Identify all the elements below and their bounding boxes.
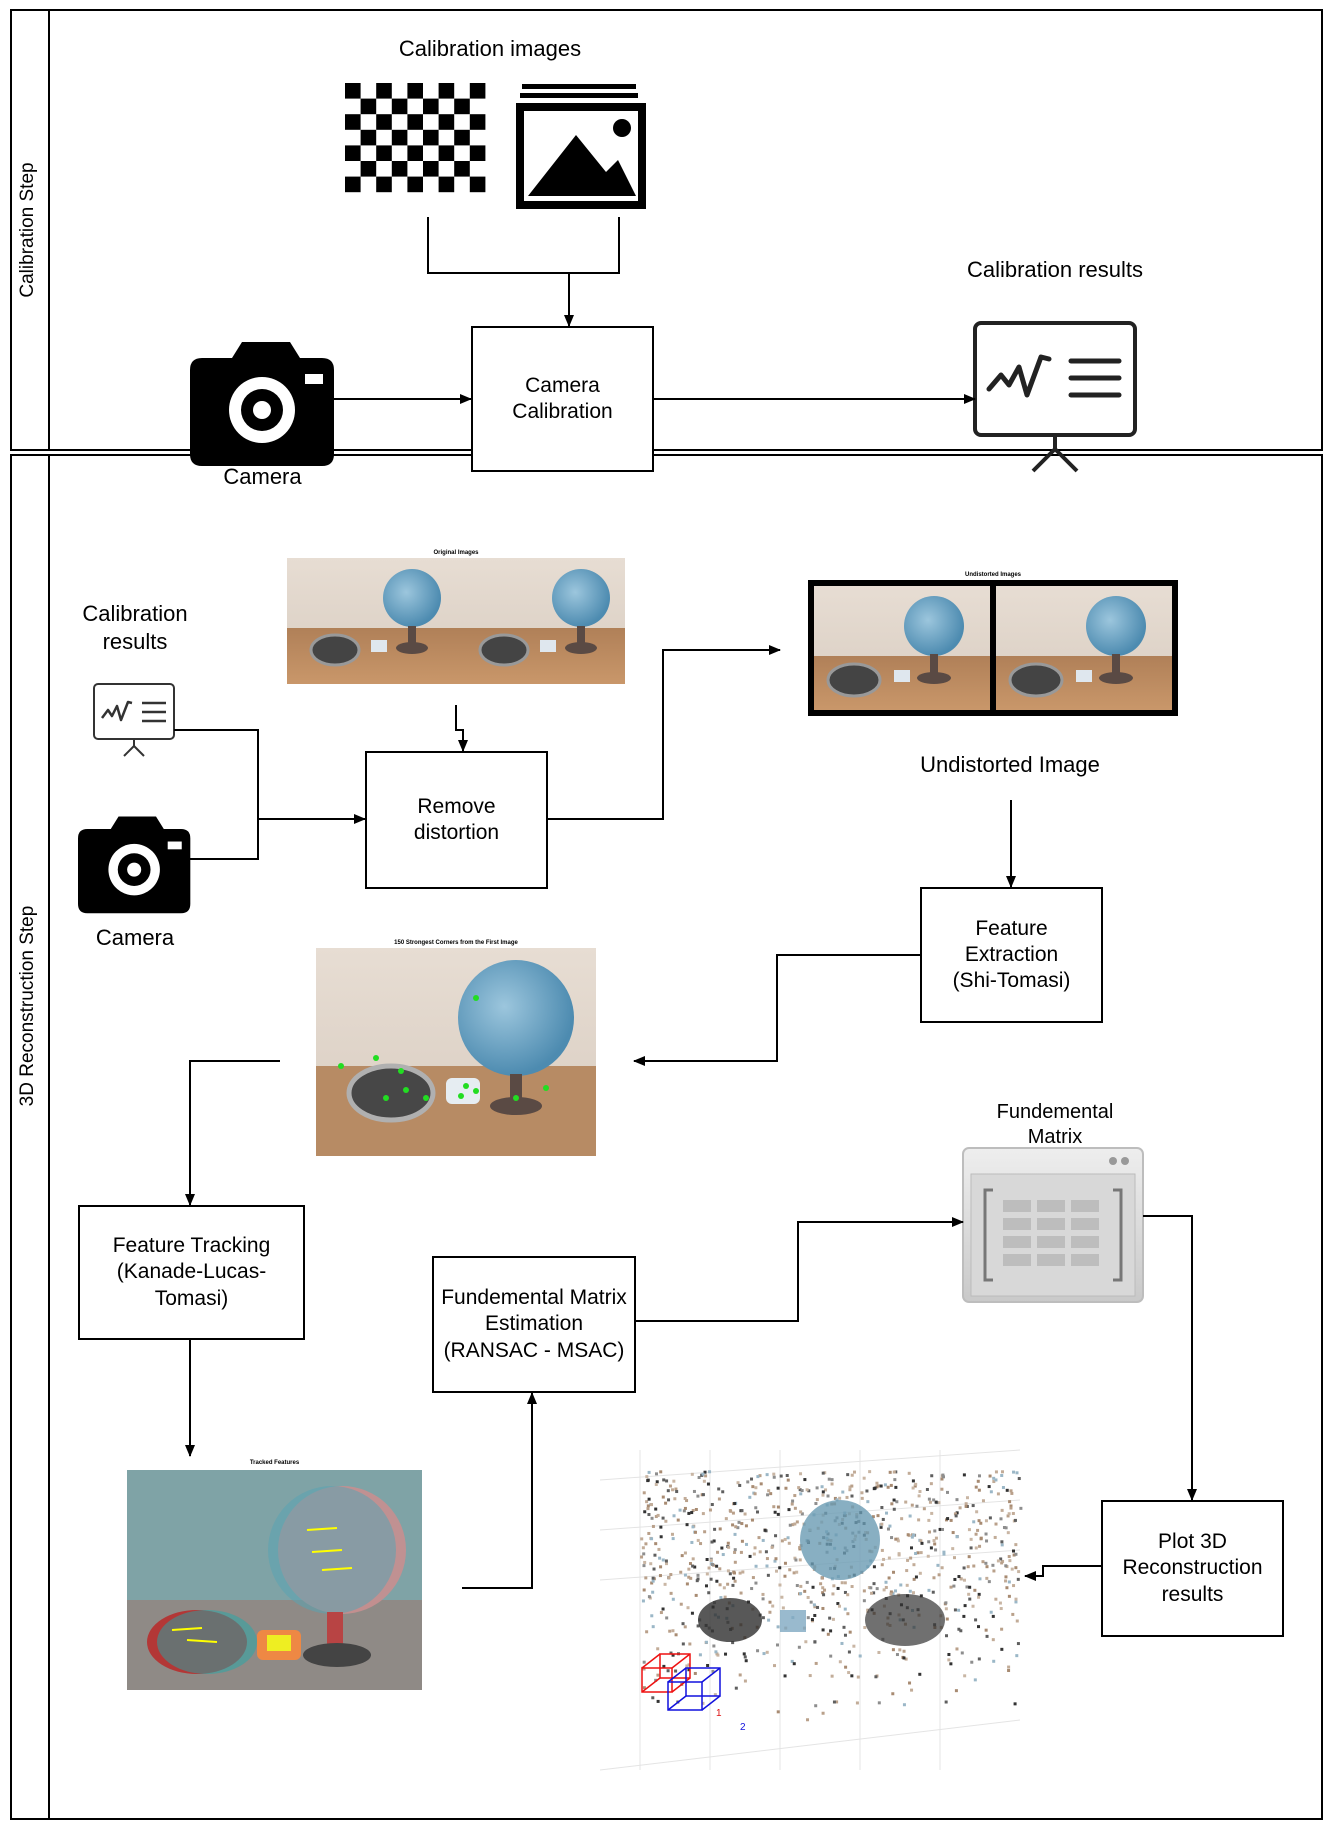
- fundamental-matrix-estimation-box: Fundemental Matrix Estimation (RANSAC - …: [432, 1256, 636, 1393]
- camera-pose-label-1: 1: [716, 1708, 722, 1719]
- plot-3d-results-label: Plot 3D Reconstruction results: [1122, 1530, 1263, 1606]
- camera-pose-label-2: 2: [740, 1722, 746, 1733]
- fundamental-matrix-caption: Fundemental Matrix: [996, 1101, 1114, 1148]
- camera-calibration-label: Camera Calibration: [512, 373, 613, 423]
- camera-caption: Camera: [223, 464, 302, 489]
- calibration-images-caption: Calibration images: [398, 36, 582, 61]
- camera-input-caption: Camera: [95, 925, 175, 950]
- remove-distortion-box: Remove distortion: [365, 751, 548, 889]
- calibration-lane-label: Calibration Step: [17, 162, 38, 298]
- calibration-results-caption: Calibration results: [966, 257, 1144, 282]
- camera-calibration-box: Camera Calibration: [471, 326, 654, 472]
- reconstruction-lane-label: 3D Reconstruction Step: [17, 905, 38, 1107]
- calibration-lane: [10, 9, 1323, 451]
- corners-image-title: 150 Strongest Corners from the First Ima…: [394, 940, 518, 946]
- feature-tracking-label: Feature Tracking (Kanade-Lucas-Tomasi): [112, 1234, 271, 1310]
- reconstruction-lane: [10, 454, 1323, 1820]
- feature-tracking-box: Feature Tracking (Kanade-Lucas-Tomasi): [78, 1205, 305, 1340]
- fundamental-matrix-estimation-label: Fundemental Matrix Estimation (RANSAC - …: [441, 1286, 627, 1362]
- tracked-features-title: Tracked Features: [249, 1460, 300, 1466]
- calibration-results-input-caption: Calibration results: [82, 601, 188, 654]
- undistorted-images-title: Undistorted Images: [964, 572, 1021, 578]
- remove-distortion-label: Remove distortion: [413, 794, 500, 844]
- undistorted-image-caption: Undistorted Image: [920, 752, 1100, 777]
- plot-3d-results-box: Plot 3D Reconstruction results: [1101, 1500, 1284, 1637]
- feature-extraction-box: Feature Extraction (Shi-Tomasi): [920, 887, 1103, 1023]
- calibration-lane-header: [10, 9, 50, 451]
- reconstruction-lane-header: [10, 454, 50, 1820]
- feature-extraction-label: Feature Extraction (Shi-Tomasi): [952, 916, 1071, 993]
- original-images-title: Original Images: [433, 550, 479, 556]
